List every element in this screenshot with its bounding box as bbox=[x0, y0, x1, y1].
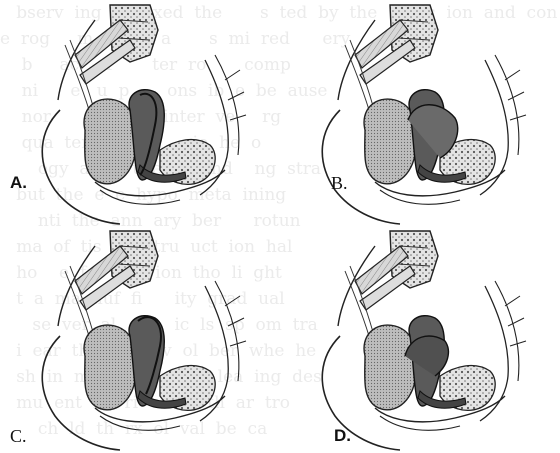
label-b: B. bbox=[331, 173, 348, 194]
label-a: A. bbox=[10, 173, 27, 193]
label-d: D. bbox=[334, 426, 351, 446]
panel-d: D. bbox=[280, 226, 560, 452]
anatomy-illustration-a bbox=[0, 0, 280, 226]
panel-b: B. bbox=[280, 0, 560, 226]
label-c: C. bbox=[10, 426, 27, 447]
anatomy-illustration-d bbox=[280, 226, 560, 452]
anatomy-illustration-b bbox=[280, 0, 560, 226]
anatomy-illustration-c bbox=[0, 226, 280, 452]
panel-a: A. bbox=[0, 0, 280, 226]
panel-c: C. bbox=[0, 226, 280, 452]
